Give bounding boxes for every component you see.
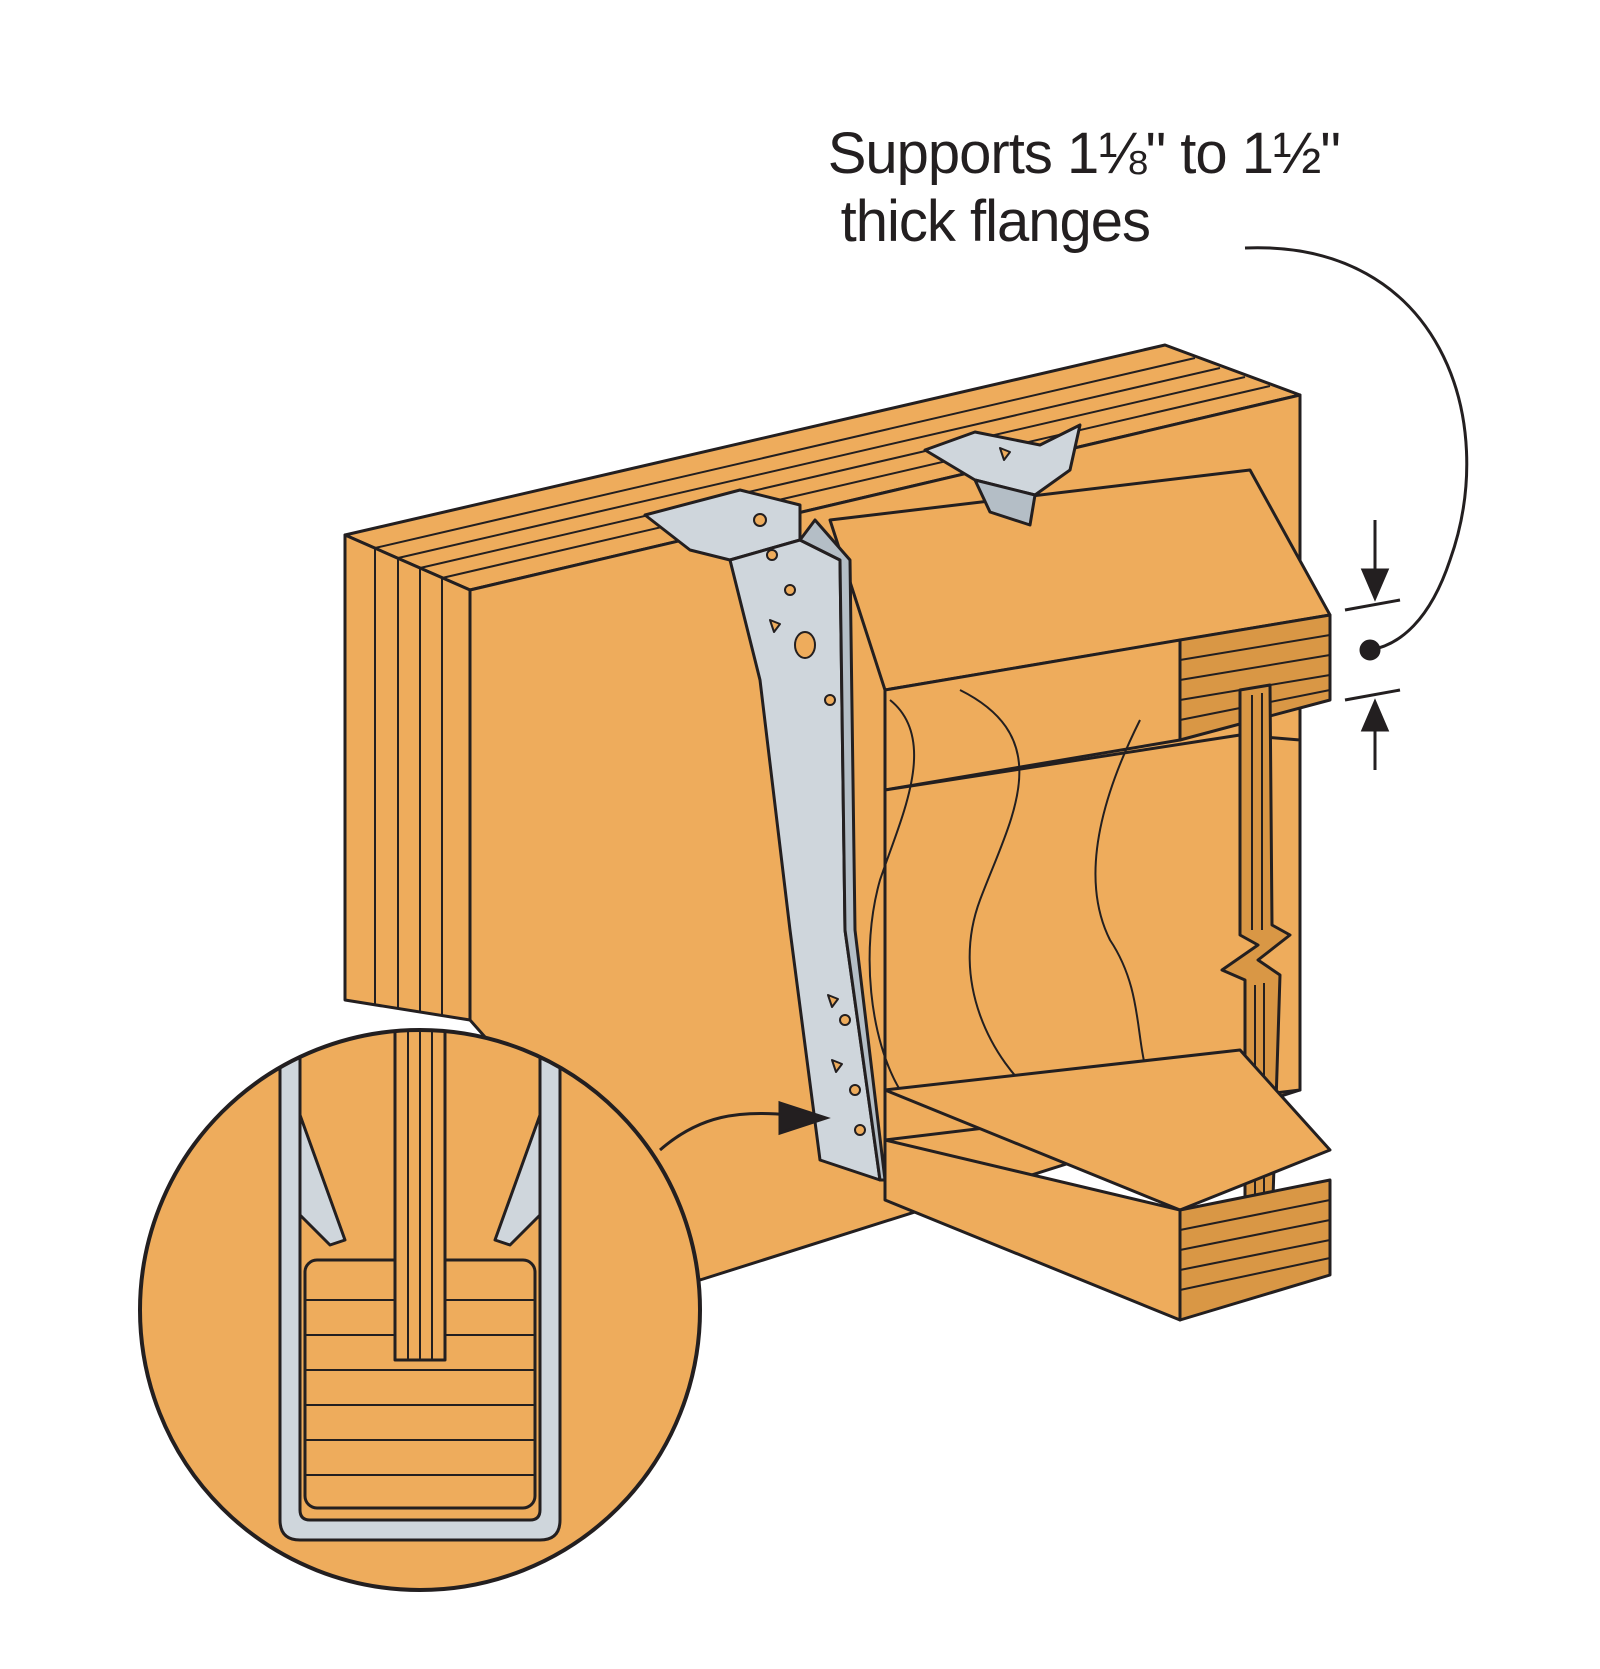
header-end-face xyxy=(343,533,472,1022)
i-joist xyxy=(828,468,1332,1322)
detail-leader xyxy=(659,1100,831,1152)
callout-line-1: Supports 1⅛" to 1½" xyxy=(827,121,1341,186)
flange-callout: Supports 1⅛" to 1½" thick flanges xyxy=(780,120,1341,256)
hanger-strap-side xyxy=(798,518,887,1182)
inset-hanger-channel xyxy=(278,1030,562,1542)
inset-tab-right xyxy=(493,1113,542,1247)
top-flange-side xyxy=(883,638,1182,792)
back-hanger-strap xyxy=(973,478,1037,527)
bottom-flange-top xyxy=(883,1048,1332,1212)
flange-thickness-dimension xyxy=(1244,246,1469,770)
inset-border xyxy=(138,1028,702,1592)
inset-tab-left xyxy=(298,1113,347,1247)
web-panel xyxy=(883,733,1302,1142)
callout-line-2: thick flanges xyxy=(840,189,1151,254)
callout-leader xyxy=(1244,246,1469,652)
joist-hanger xyxy=(643,423,1082,1182)
detail-inset xyxy=(138,1028,702,1592)
